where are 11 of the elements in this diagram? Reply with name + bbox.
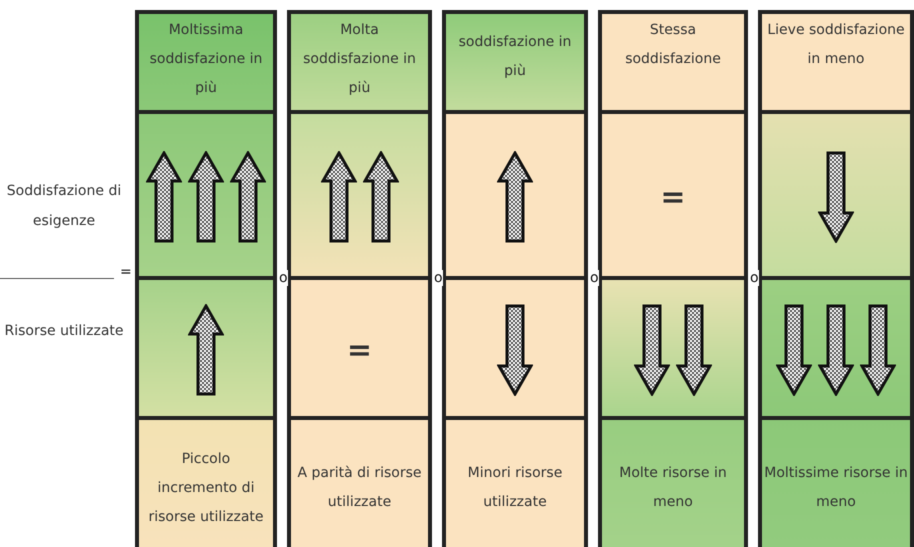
separator-letter: o [590,270,599,286]
separator-letter: o [750,270,759,286]
table-cell: A parità di risorse utilizzate [287,416,432,547]
row-label: Soddisfazione di esigenze [6,182,122,231]
table-cell: Piccolo incremento di risorse utilizzate [135,416,277,547]
table-cell: Molte risorse in meno [598,416,748,547]
table-cell: Moltissime risorse in meno [758,416,914,547]
table-cell: Minori risorse utilizzate [442,416,588,547]
row-label: Risorse utilizzate [4,322,124,341]
separator-letter: o [279,270,288,286]
separator-letter: o [434,270,443,286]
